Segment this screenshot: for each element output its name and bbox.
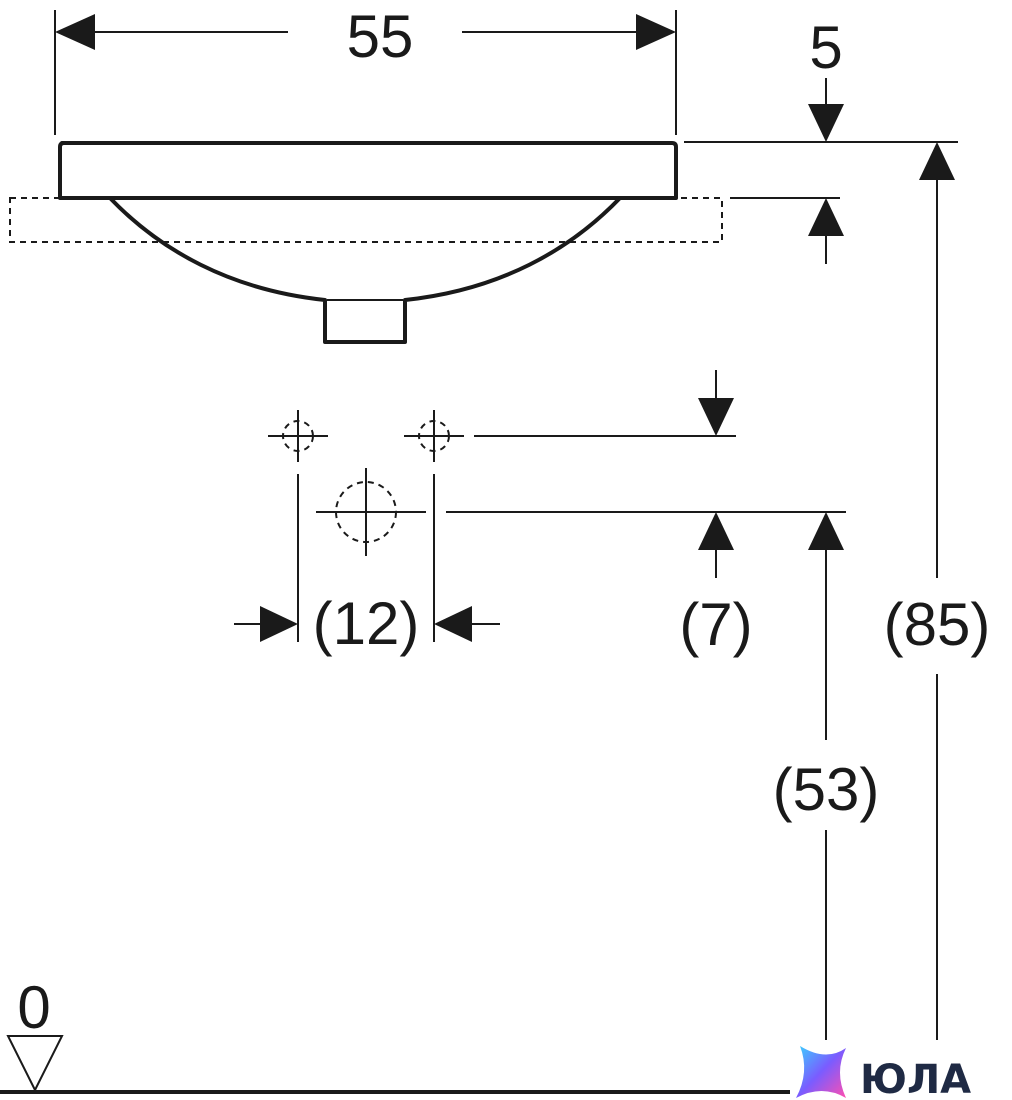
arrow-left bbox=[55, 14, 95, 50]
logo-star-icon bbox=[796, 1046, 846, 1098]
basin bbox=[9, 141, 723, 344]
level-triangle-icon bbox=[6, 1035, 64, 1093]
logo-text: ЮЛА bbox=[860, 1057, 971, 1100]
width-dimension: 55 bbox=[54, 3, 677, 135]
floor-level-label: 0 bbox=[17, 974, 50, 1041]
basin-rim bbox=[58, 141, 678, 200]
tap-hole-right bbox=[404, 410, 464, 462]
dim-5-label: 5 bbox=[809, 14, 842, 81]
floor-level-marker: 0 bbox=[0, 974, 790, 1094]
countertop-outline bbox=[9, 197, 723, 243]
dim-12-label: (12) bbox=[313, 590, 420, 657]
arrow-right bbox=[636, 14, 676, 50]
dim-7-label: (7) bbox=[679, 591, 752, 658]
dim-85-label: (85) bbox=[884, 591, 991, 658]
height-53-dimension: (53) bbox=[773, 512, 880, 1040]
basin-bowl bbox=[108, 196, 622, 344]
dim-53-label: (53) bbox=[773, 756, 880, 823]
height-85-dimension: (85) bbox=[884, 142, 991, 1040]
tap-hole-left bbox=[268, 410, 328, 462]
tap-hole-center bbox=[316, 468, 426, 556]
logo: ЮЛА bbox=[796, 1046, 971, 1100]
hole-spacing-dimension: (12) bbox=[234, 474, 500, 657]
dim-55-label: 55 bbox=[347, 3, 414, 70]
rim-thickness-dimension: 5 bbox=[684, 14, 958, 264]
offset-dimension: (7) bbox=[446, 370, 846, 658]
